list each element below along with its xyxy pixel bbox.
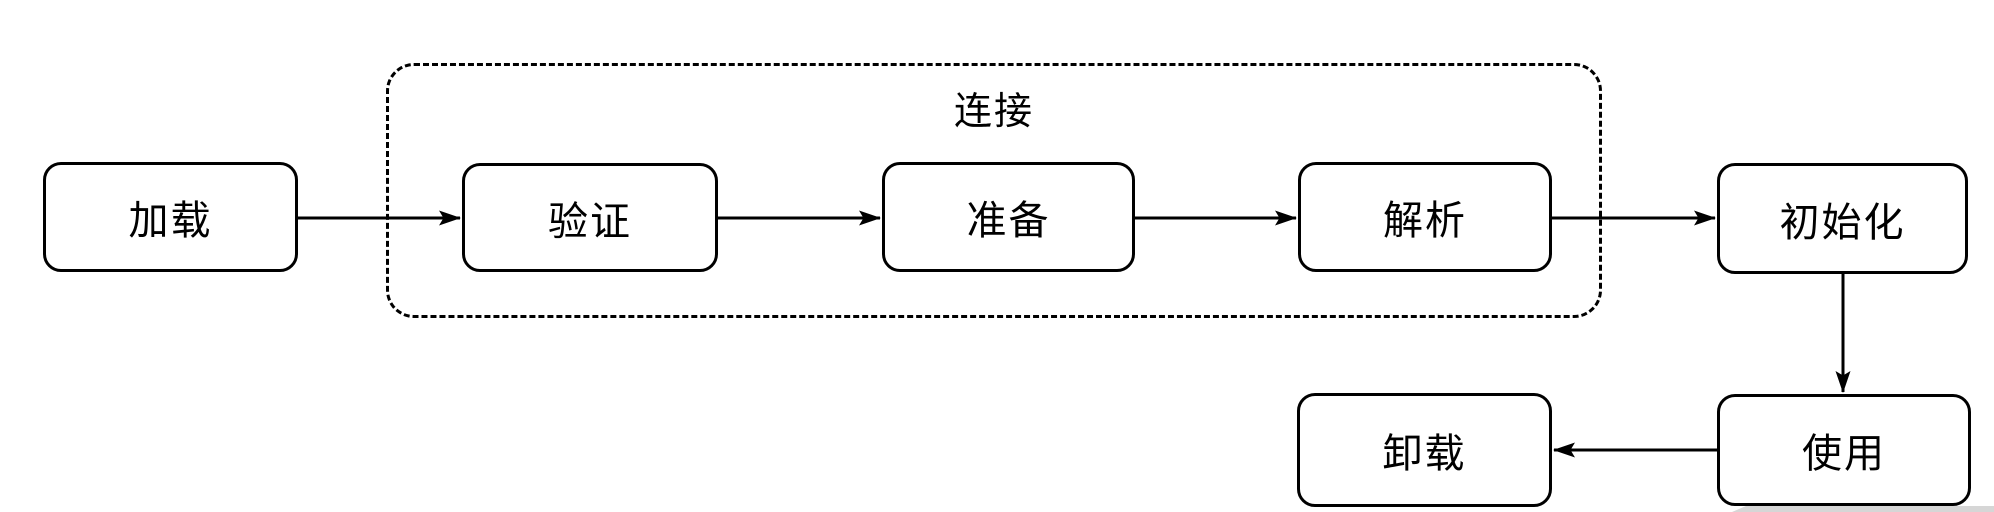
node-initialize-label: 初始化 <box>1779 199 1906 246</box>
node-verify-label: 验证 <box>548 198 632 245</box>
node-prepare-label: 准备 <box>966 198 1051 244</box>
node-load: 加载 <box>43 162 298 272</box>
node-resolve: 解析 <box>1298 162 1552 272</box>
node-verify: 验证 <box>462 163 718 272</box>
node-load-label: 加载 <box>128 198 213 244</box>
node-unload: 卸载 <box>1297 393 1552 507</box>
node-prepare: 准备 <box>882 162 1135 272</box>
node-unload-label: 卸载 <box>1382 431 1467 477</box>
node-use-label: 使用 <box>1802 431 1886 477</box>
node-use: 使用 <box>1717 394 1971 506</box>
group-link-dashed-box <box>386 63 1602 318</box>
node-resolve-label: 解析 <box>1383 198 1467 244</box>
bottom-edge-shadow <box>1732 506 1994 512</box>
node-initialize: 初始化 <box>1717 163 1968 274</box>
group-link-label: 连接 <box>953 89 1034 133</box>
